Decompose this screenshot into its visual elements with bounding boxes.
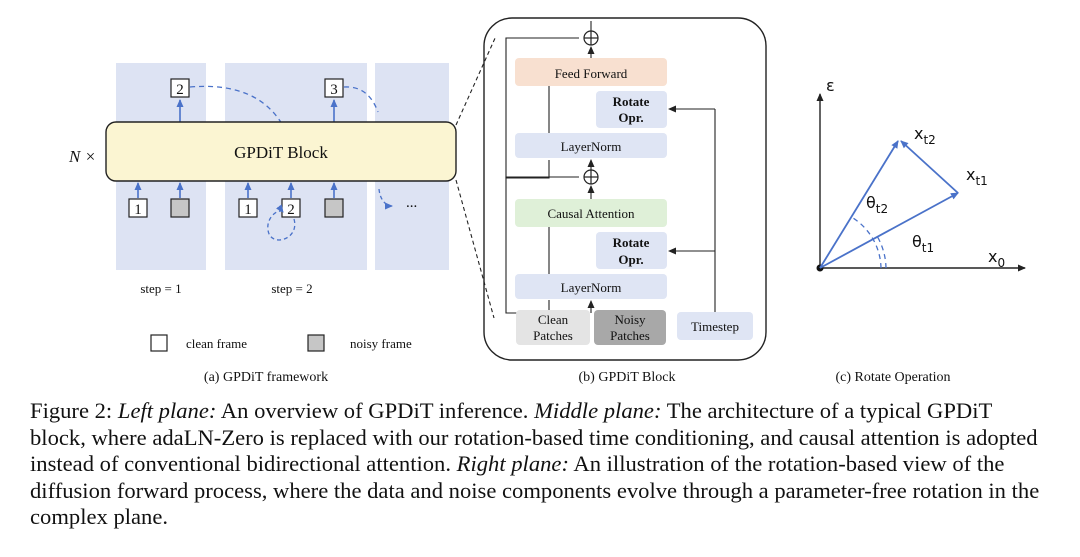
x-t1-label: xt1 <box>966 165 988 188</box>
input-frame-label: 1 <box>244 202 252 218</box>
arc-theta-t1 <box>876 235 887 269</box>
autoregressive-dashed-curve-2 <box>343 86 379 113</box>
x-t2-label: xt2 <box>914 124 936 147</box>
gpdit-block <box>105 121 457 182</box>
vector-x-t2 <box>819 140 899 269</box>
zoom-line-top <box>455 35 497 126</box>
theta-t2-label: θt2 <box>866 193 888 216</box>
arc-theta-t2 <box>852 217 882 269</box>
input-noisy-frame <box>170 198 190 218</box>
caption-prefix: Figure 2: <box>30 398 118 423</box>
input-clean-frame <box>128 198 148 218</box>
gpdit-block-label: GPDiT Block <box>234 143 328 162</box>
legend-clean-label: clean frame <box>186 336 247 351</box>
legend-noisy-swatch <box>307 334 325 352</box>
figure-caption: Figure 2: Left plane: An overview of GPD… <box>30 398 1050 531</box>
caption-right-label: Right plane: <box>456 451 569 476</box>
output-frame-2-label: 2 <box>176 82 184 98</box>
caption-right-text: An illustration of the rotation-based vi… <box>30 451 1040 529</box>
epsilon-label: ε <box>826 76 835 95</box>
panel-b: Feed Forward Rotate Opr. LayerNorm Causa… <box>483 17 767 385</box>
causal-attention-box <box>515 199 667 227</box>
input-frame-label: 1 <box>134 202 142 218</box>
layernorm-box-upper <box>515 133 667 158</box>
block-outline <box>483 17 767 361</box>
layernorm-box-lower <box>515 274 667 299</box>
feed-forward-box <box>515 58 667 86</box>
panel-a-caption: (a) GPDiT framework <box>204 370 328 385</box>
timestep-label: Timestep <box>691 319 739 334</box>
loop-dashed-curve <box>267 204 296 241</box>
rotation-arrow <box>900 140 959 194</box>
clean-patches-label-2: Patches <box>533 328 573 343</box>
next-step-dashed-curve <box>378 188 393 210</box>
opr-label-lower: Opr. <box>618 252 643 267</box>
rotate-opr-box-lower <box>596 232 667 269</box>
clean-patches-box <box>516 310 590 345</box>
theta-t1-label: θt1 <box>912 232 934 255</box>
noisy-patches-label-2: Patches <box>610 328 650 343</box>
panel-a: 2 3 GPDiT Block N × 1 1 2 ... step = 1 s… <box>68 63 457 385</box>
opr-label-upper: Opr. <box>618 110 643 125</box>
caption-left-label: Left plane: <box>117 398 217 423</box>
caption-middle-text: The architecture of a typical GPDiT bloc… <box>30 398 1038 476</box>
feed-forward-label: Feed Forward <box>555 66 628 81</box>
zoom-line-bottom <box>455 179 495 319</box>
layernorm-label-upper: LayerNorm <box>561 139 622 154</box>
caption-left-text: An overview of GPDiT inference. <box>216 398 535 423</box>
output-frame-2 <box>170 78 190 98</box>
n-times-label: N × <box>68 147 96 166</box>
x0-label: x0 <box>988 247 1005 270</box>
output-frame-3-label: 3 <box>330 82 338 98</box>
causal-attention-label: Causal Attention <box>547 206 635 221</box>
rotate-label-lower: Rotate <box>613 235 650 250</box>
rotate-label-upper: Rotate <box>613 94 650 109</box>
residual-path-lower <box>505 176 579 314</box>
panel-c: ε xt2 xt1 θt2 θt1 x0 (c) Rotate Operatio… <box>816 76 1026 385</box>
rotate-opr-box-upper <box>596 91 667 128</box>
timestep-box <box>677 312 753 340</box>
autoregressive-dashed-curve <box>189 85 283 125</box>
clean-patches-label-1: Clean <box>538 312 569 327</box>
caption-middle-label: Middle plane: <box>534 398 662 423</box>
vector-x-t1 <box>819 192 959 269</box>
panel-c-caption: (c) Rotate Operation <box>835 370 950 385</box>
noisy-patches-box <box>594 310 666 345</box>
step2-label: step = 2 <box>271 281 312 296</box>
noisy-patches-label-1: Noisy <box>614 312 646 327</box>
figure: 2 3 GPDiT Block N × 1 1 2 ... step = 1 s… <box>68 17 1026 385</box>
legend-clean-swatch <box>150 334 168 352</box>
output-frame-3 <box>324 78 344 98</box>
layernorm-label-lower: LayerNorm <box>561 280 622 295</box>
step1-label: step = 1 <box>140 281 181 296</box>
panel-b-caption: (b) GPDiT Block <box>579 370 676 385</box>
input-clean-frame <box>238 198 258 218</box>
input-frame-label: 2 <box>287 202 295 218</box>
legend-noisy-label: noisy frame <box>350 336 412 351</box>
input-noisy-frame <box>324 198 344 218</box>
ellipsis-label: ... <box>406 195 417 211</box>
